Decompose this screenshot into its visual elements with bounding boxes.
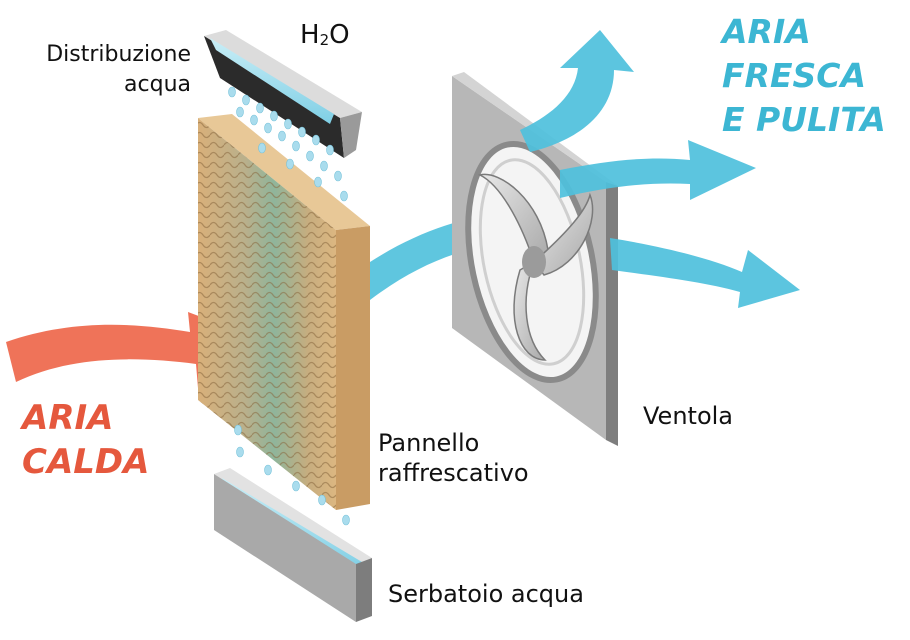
hot-air-label-line1: ARIA [22,398,114,438]
water-tank [214,468,372,622]
h2o-tail: O [329,20,350,50]
h2o-subscript: 2 [319,31,330,49]
cool-air-label-line1: ARIA [722,12,811,51]
cool-air-arrow-down [610,238,800,308]
water-drops-top [228,86,348,202]
panel-label-line1: Pannello [378,429,480,457]
panel-label: Pannello raffrescativo [378,428,529,488]
fan-label: Ventola [643,402,733,430]
tank-label: Serbatoio acqua [388,580,584,608]
fan [452,72,618,446]
water-distribution-label-line2: acqua [124,72,191,97]
hot-air-label-line2: CALDA [22,442,150,482]
panel-label-line2: raffrescativo [378,459,529,487]
water-distribution-label: Distribuzione acqua [16,40,191,100]
cool-air-arrow-up [520,30,634,152]
h2o-label: H2O [300,20,350,50]
cool-air-arrow-middle [560,140,756,200]
cool-air-label-line3: E PULITA [722,100,886,139]
water-distribution-label-line1: Distribuzione [46,42,191,67]
cooling-panel [198,114,370,510]
h2o-base: H [300,20,320,50]
hot-air-label: ARIA CALDA [22,396,149,484]
water-distribution-trough [204,30,362,158]
cool-air-label: ARIA FRESCA E PULITA [722,10,886,142]
cool-air-label-line2: FRESCA [722,56,867,95]
